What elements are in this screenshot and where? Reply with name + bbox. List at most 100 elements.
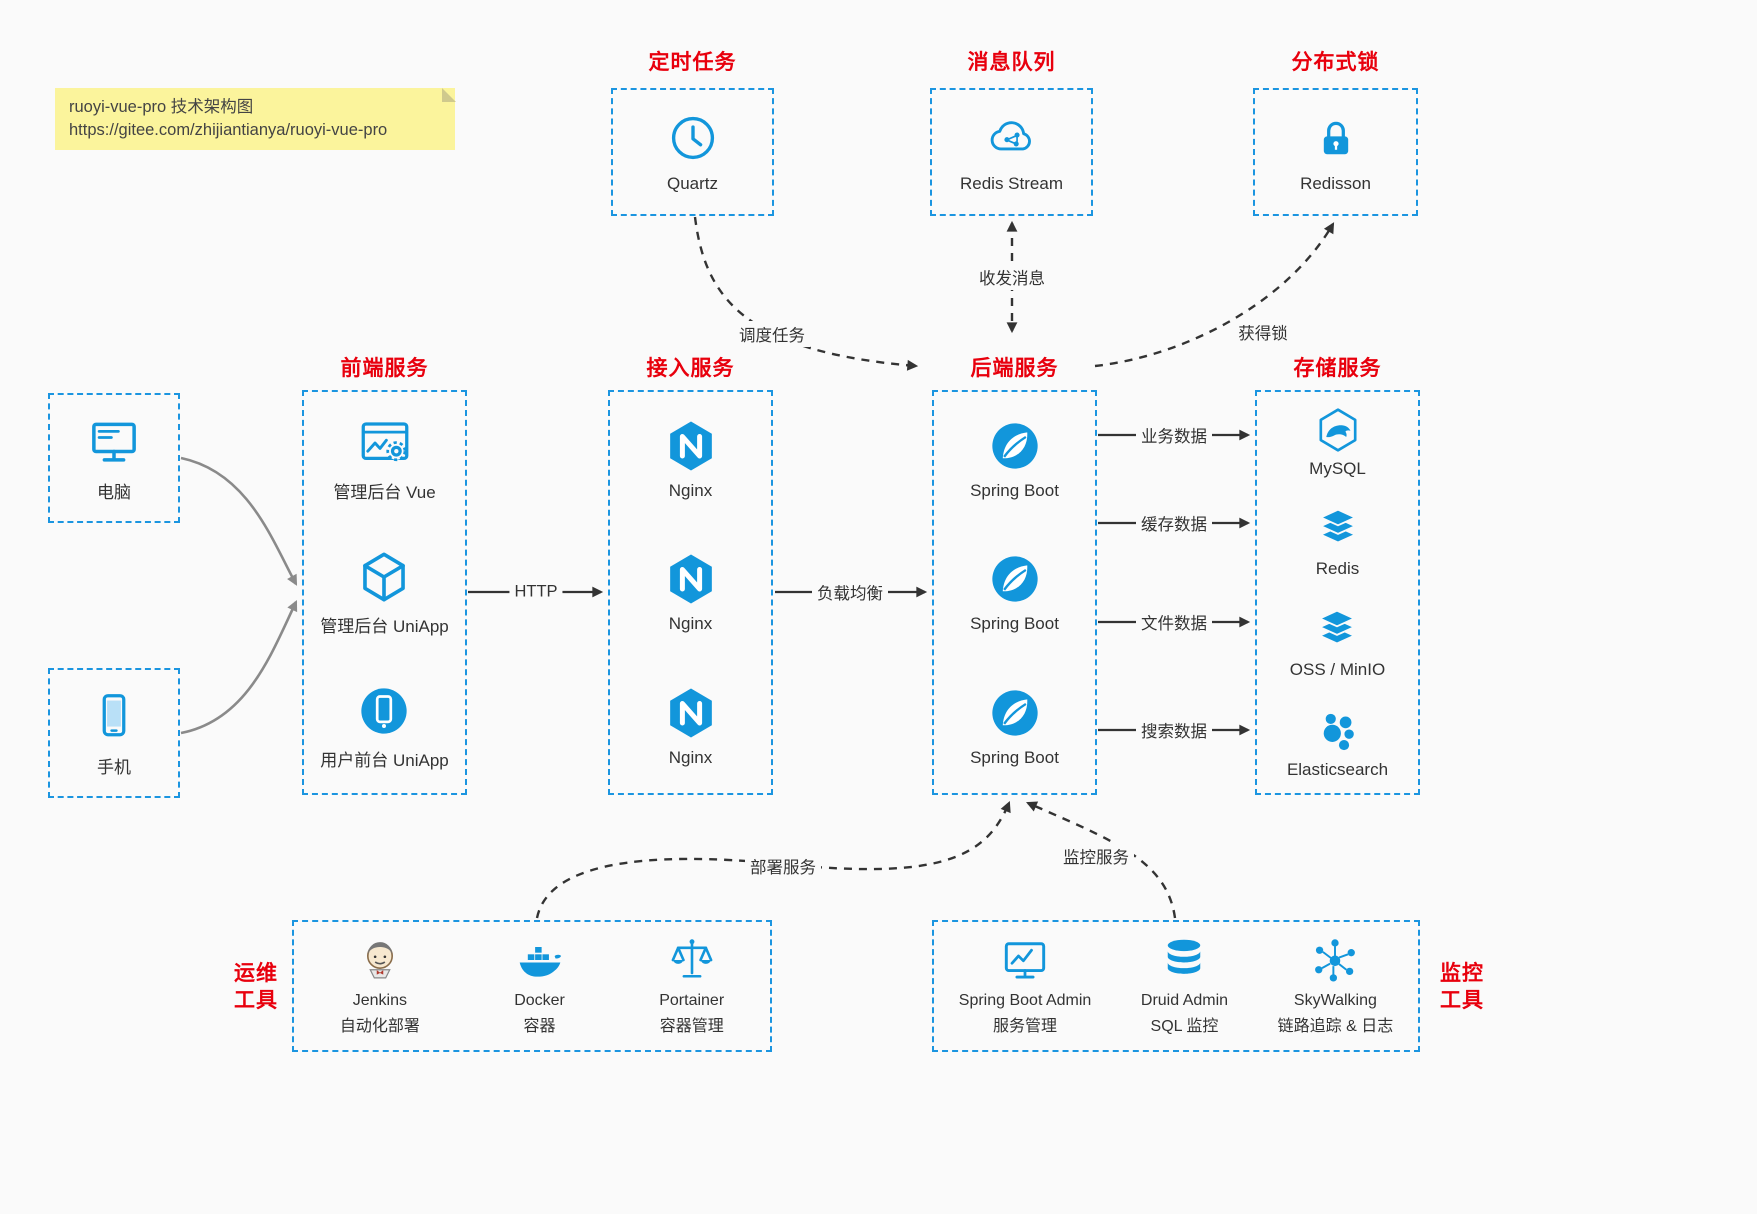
group-ops-tools: Jenkins 自动化部署 Docker 容器 <box>292 920 772 1052</box>
note-url: https://gitee.com/zhijiantianya/ruoyi-vu… <box>69 121 388 139</box>
note-title: ruoyi-vue-pro 技术架构图 <box>69 98 254 116</box>
group-title-lock: 分布式锁 <box>1291 51 1380 74</box>
lock-icon <box>1310 111 1362 165</box>
column-storage-services: MySQL Redis <box>1255 390 1420 795</box>
arrow-pc-to-frontend <box>180 456 298 586</box>
node-label-docker-1: Docker <box>514 992 565 1009</box>
clock-icon <box>666 111 720 165</box>
mysql-icon <box>1313 405 1363 455</box>
edge-label-deploy: 部署服务 <box>745 853 821 879</box>
node-skywalking: SkyWalking 链路追踪 & 日志 <box>1277 934 1394 1038</box>
node-jenkins: Jenkins 自动化部署 <box>340 934 420 1038</box>
phone-icon <box>88 688 140 744</box>
group-distributed-lock: Redisson <box>1253 88 1418 216</box>
edge-label-schedule: 调度任务 <box>734 321 810 347</box>
node-label-springboot-2: Spring Boot <box>970 614 1059 634</box>
database-icon <box>1158 934 1210 986</box>
node-label-jenkins-2: 自动化部署 <box>339 1018 420 1035</box>
node-springboot-3: Spring Boot <box>970 684 1059 768</box>
column-backend-services: Spring Boot Spring Boot <box>932 390 1097 795</box>
network-nodes-icon <box>1309 934 1361 986</box>
node-label-springboot-1: Spring Boot <box>970 480 1059 500</box>
title-note: ruoyi-vue-pro 技术架构图 https://gitee.com/zh… <box>55 88 456 150</box>
node-admin-uniapp: 管理后台 UniApp <box>320 548 449 637</box>
node-label-pc: 电脑 <box>97 483 131 502</box>
node-label-druid-1: Druid Admin <box>1140 992 1229 1009</box>
group-title-monitoring-tools: 监控 工具 <box>1440 962 1484 1012</box>
edge-label-monitor: 监控服务 <box>1058 843 1134 869</box>
arrow-get-lock <box>1094 222 1335 368</box>
node-mysql: MySQL <box>1309 405 1366 479</box>
nginx-icon <box>662 684 720 742</box>
cloud-stream-icon <box>983 111 1041 165</box>
node-label-docker-2: 容器 <box>523 1018 556 1035</box>
node-springboot-admin: Spring Boot Admin 服务管理 <box>958 934 1092 1038</box>
column-title-frontend: 前端服务 <box>340 357 429 380</box>
node-label-redis-stream: Redis Stream <box>960 173 1063 193</box>
node-elasticsearch: Elasticsearch <box>1287 706 1388 780</box>
group-scheduled-tasks: Quartz <box>611 88 774 216</box>
docker-whale-icon <box>512 934 568 986</box>
group-message-queue: Redis Stream <box>930 88 1093 216</box>
group-monitoring-tools: Spring Boot Admin 服务管理 Druid Admin SQL 监… <box>932 920 1420 1052</box>
node-springboot-2: Spring Boot <box>970 550 1059 634</box>
node-oss-minio: OSS / MinIO <box>1290 606 1385 680</box>
edge-label-cache: 缓存数据 <box>1136 510 1212 536</box>
node-label-phone: 手机 <box>97 758 131 777</box>
node-redis: Redis <box>1313 505 1363 579</box>
node-nginx-1: Nginx <box>662 417 720 501</box>
group-title-scheduled: 定时任务 <box>648 51 737 74</box>
browser-gear-icon <box>356 414 414 472</box>
elasticsearch-icon <box>1312 706 1362 756</box>
edge-label-file: 文件数据 <box>1136 609 1212 635</box>
column-gateway-services: Nginx Nginx Nginx <box>608 390 773 795</box>
arrow-schedule-task <box>693 216 919 371</box>
object-storage-icon <box>1312 606 1362 656</box>
note-fold <box>442 88 456 102</box>
spring-leaf-icon <box>986 417 1044 475</box>
spring-leaf-icon <box>986 550 1044 608</box>
column-title-backend: 后端服务 <box>970 357 1059 380</box>
monitor-chart-icon <box>999 934 1051 986</box>
node-druid-admin: Druid Admin SQL 监控 <box>1141 934 1228 1038</box>
node-label-springboot-3: Spring Boot <box>970 748 1059 768</box>
node-label-skywalking-2: 链路追踪 & 日志 <box>1277 1018 1394 1035</box>
node-label-sba-2: 服务管理 <box>993 1018 1058 1035</box>
node-label-admin-uniapp: 管理后台 UniApp <box>320 616 449 636</box>
redis-stack-icon <box>1313 505 1363 555</box>
edge-label-message: 收发消息 <box>974 264 1050 290</box>
node-label-oss-minio: OSS / MinIO <box>1289 659 1386 679</box>
scales-icon <box>666 934 718 986</box>
node-label-redis: Redis <box>1315 559 1360 579</box>
node-label-elasticsearch: Elasticsearch <box>1286 759 1389 779</box>
node-label-admin-vue: 管理后台 Vue <box>333 483 436 503</box>
node-springboot-1: Spring Boot <box>970 417 1059 501</box>
nginx-icon <box>662 550 720 608</box>
node-label-portainer-2: 容器管理 <box>659 1018 724 1035</box>
node-label-jenkins-1: Jenkins <box>352 992 407 1009</box>
node-label-skywalking-1: SkyWalking <box>1293 992 1377 1009</box>
node-nginx-3: Nginx <box>662 684 720 768</box>
node-user-uniapp: 用户前台 UniApp <box>320 682 449 771</box>
edge-label-lock: 获得锁 <box>1233 319 1293 345</box>
group-title-ops-tools: 运维 工具 <box>234 962 278 1012</box>
node-portainer: Portainer 容器管理 <box>659 934 724 1038</box>
monitor-icon <box>86 413 142 469</box>
edge-label-lb: 负载均衡 <box>812 579 888 605</box>
jenkins-butler-icon <box>354 934 406 986</box>
cube-icon <box>355 548 413 606</box>
arrow-phone-to-frontend <box>180 600 298 735</box>
column-title-storage: 存储服务 <box>1293 357 1382 380</box>
node-label-druid-2: SQL 监控 <box>1150 1018 1219 1035</box>
group-title-mq: 消息队列 <box>967 51 1056 74</box>
edge-label-search: 搜索数据 <box>1136 717 1212 743</box>
node-label-redisson: Redisson <box>1300 173 1371 193</box>
node-label-quartz: Quartz <box>666 173 719 193</box>
edge-label-http: HTTP <box>509 581 563 603</box>
node-admin-vue: 管理后台 Vue <box>333 414 436 503</box>
client-pc: 电脑 <box>48 393 180 523</box>
column-frontend-services: 管理后台 Vue 管理后台 UniApp <box>302 390 467 795</box>
edge-label-biz: 业务数据 <box>1136 422 1212 448</box>
node-label-sba-1: Spring Boot Admin <box>958 992 1092 1009</box>
